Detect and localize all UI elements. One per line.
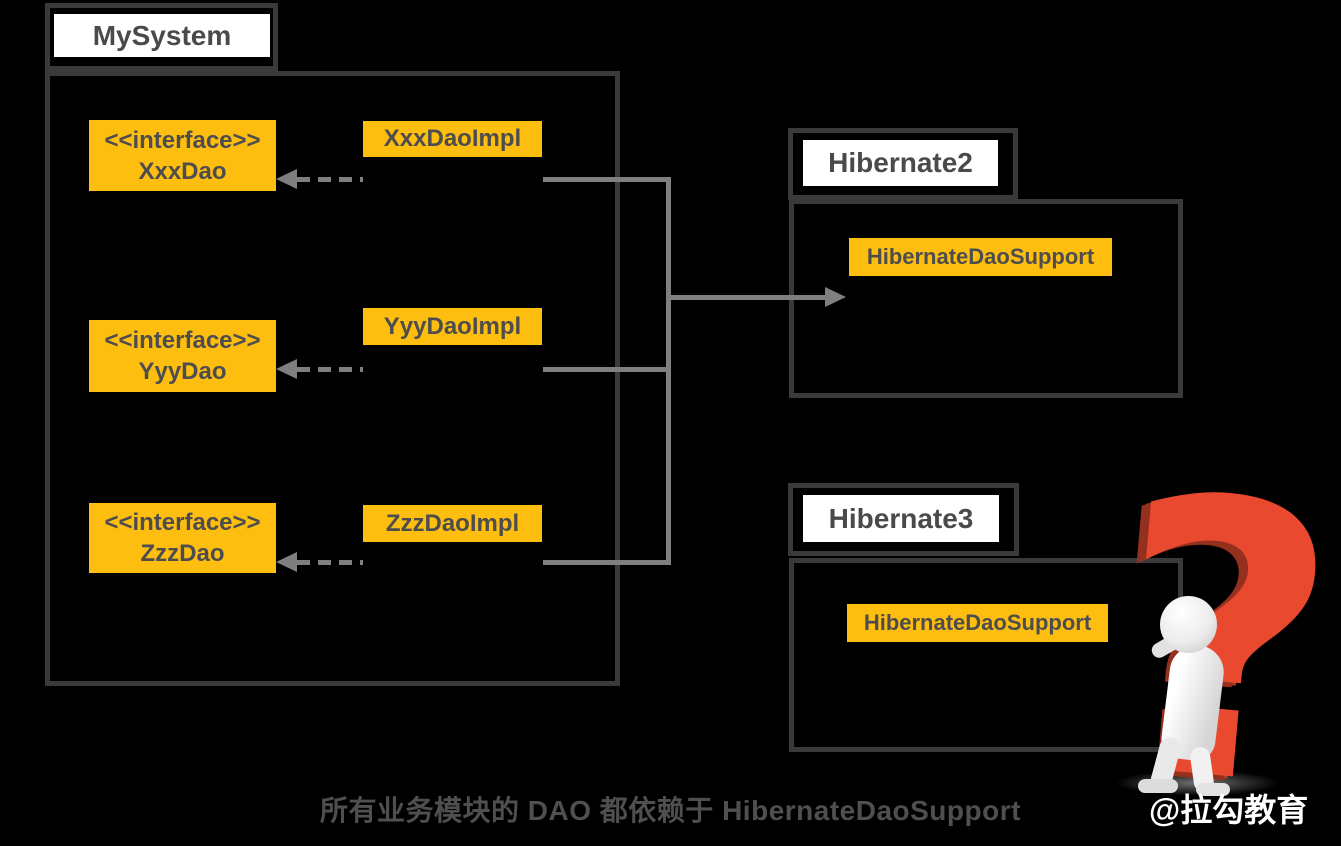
stereotype-label: <<interface>> [104,509,261,536]
class-name: ZzzDaoImpl [385,509,520,537]
caption: 所有业务模块的 DAO 都依赖于 HibernateDaoSupport [320,795,1021,826]
dependency-dashes-zzzdao [297,560,363,565]
dependency-dashes-yyydao [297,367,363,372]
connector-bus [666,177,671,565]
interface-name: YyyDao [138,358,227,385]
dependency-dashes-xxxdao [297,177,363,182]
connector-line-zzzdaoimpl [543,560,671,565]
connector-line-xxxdaoimpl [543,177,671,182]
package-tab-mysystem: MySystem [45,3,278,71]
thinker-figure-foot-left [1138,779,1178,793]
package-label-hibernate2: Hibernate2 [803,140,998,186]
connector-line-yyydaoimpl [543,367,671,372]
package-label-hibernate3: Hibernate3 [803,495,999,542]
watermark: @拉勾教育 [1149,792,1309,828]
interface-box-xxxdao: <<interface>> XxxDao [89,120,276,191]
class-box-hibernatedaosupport-h2: HibernateDaoSupport [849,238,1112,276]
class-box-hibernatedaosupport-h3: HibernateDaoSupport [847,604,1108,642]
impl-box-xxxdaoimpl: XxxDaoImpl [363,121,542,157]
package-body-hibernate2 [789,199,1183,398]
class-name: HibernateDaoSupport [863,610,1092,635]
package-label-mysystem: MySystem [54,14,270,57]
interface-box-zzzdao: <<interface>> ZzzDao [89,503,276,573]
class-name: HibernateDaoSupport [866,244,1095,269]
package-body-mysystem [45,71,620,686]
package-tab-hibernate3: Hibernate3 [788,483,1019,556]
stereotype-label: <<interface>> [104,327,261,354]
dependency-arrowhead-zzzdao [276,552,297,572]
class-name: XxxDaoImpl [383,125,522,152]
stereotype-label: <<interface>> [104,126,261,154]
interface-name: XxxDao [138,157,227,185]
thinker-figure-foot-right [1196,783,1230,796]
class-name: YyyDaoImpl [383,312,522,340]
dependency-arrow-main-shaft [666,295,827,300]
impl-box-yyydaoimpl: YyyDaoImpl [363,308,542,345]
interface-box-yyydao: <<interface>> YyyDao [89,320,276,392]
thinker-figure-head [1160,596,1217,653]
dependency-arrowhead-main [825,287,846,307]
package-tab-hibernate2: Hibernate2 [788,128,1018,200]
interface-name: ZzzDao [140,540,225,567]
impl-box-zzzdaoimpl: ZzzDaoImpl [363,505,542,542]
dependency-arrowhead-xxxdao [276,169,297,189]
dependency-arrowhead-yyydao [276,359,297,379]
